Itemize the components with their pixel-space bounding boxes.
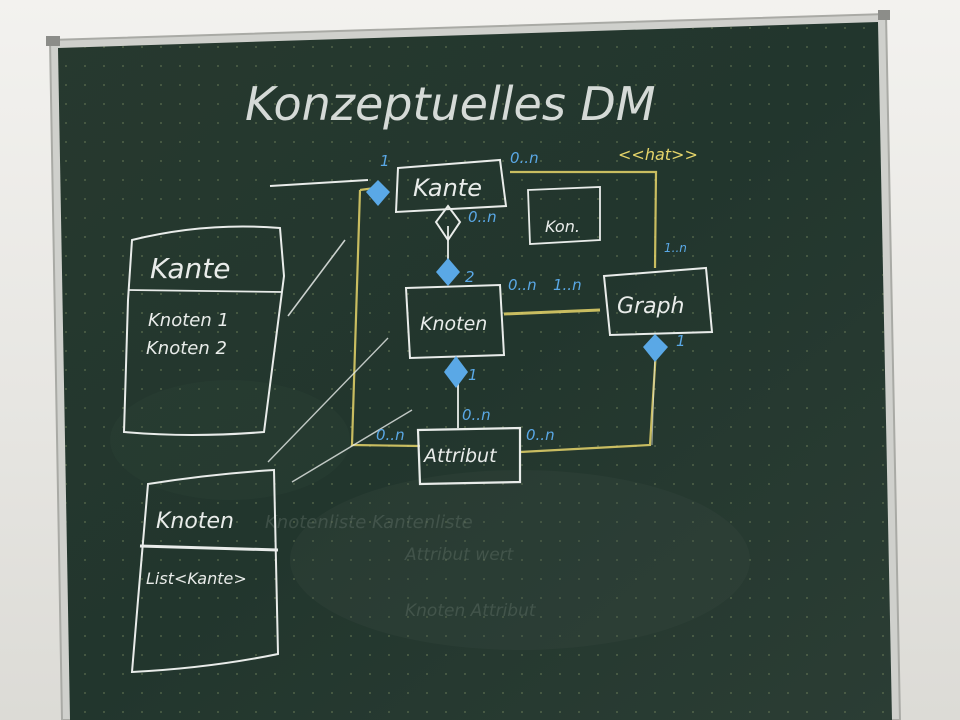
graph-class-name: Graph: [617, 294, 684, 319]
stereotype-label: <<hat>>: [618, 145, 698, 164]
mapping-line: [291, 409, 413, 483]
knoten-class-name: Knoten: [420, 313, 487, 335]
title: Konzeptuelles DM: [245, 77, 656, 131]
kante-arrow-line: [269, 179, 369, 187]
attribut-class-name: Attribut: [422, 445, 498, 467]
kon-class: Kon.: [527, 186, 601, 245]
multiplicity-label: 1: [380, 152, 390, 170]
blue-diamond: [366, 180, 390, 206]
kante-detail-box: Kante Knoten 1 Knoten 2: [122, 225, 286, 436]
yellow-association-frame: [350, 170, 658, 454]
kante-detail-attr: Knoten 1: [148, 310, 229, 331]
faded-text: Knoten Attribut: [405, 601, 537, 621]
kon-class-name: Kon.: [545, 217, 580, 236]
kante-detail-attr: Knoten 2: [146, 338, 227, 359]
board-dot-grid: [58, 22, 892, 720]
knoten-detail-name: Knoten: [156, 509, 234, 534]
knoten-class: Knoten: [404, 283, 506, 360]
faded-text: Attribut wert: [404, 545, 515, 565]
erased-smudge: [110, 380, 350, 500]
kante-detail-name: Kante: [150, 252, 230, 285]
attribut-class: Attribut: [416, 426, 522, 486]
multiplicity-label: 0..n: [468, 208, 497, 226]
multiplicity-label: 0..n: [508, 276, 537, 294]
knoten-detail-box: Knoten List<Kante>: [130, 468, 280, 674]
kante-class: Kante: [394, 158, 508, 214]
multiplicity-label: 2: [465, 268, 475, 286]
hollow-diamond: [434, 204, 462, 242]
multiplicity-label: 0..n: [510, 149, 539, 167]
blue-diamond: [444, 356, 468, 388]
graph-attribut-line: [651, 351, 656, 446]
blue-diamond: [643, 334, 668, 362]
kante-class-name: Kante: [413, 174, 482, 202]
multiplicity-label: 0..n: [526, 426, 555, 444]
multiplicity-label: 0..n: [376, 426, 405, 444]
faded-text: Knotenliste Kantenliste: [265, 512, 473, 533]
frame-clip: [878, 10, 890, 20]
multiplicity-label: 1..n: [664, 241, 687, 255]
blue-diamond: [436, 258, 460, 286]
graph-class: Graph: [602, 266, 714, 337]
mapping-line: [287, 239, 346, 317]
multiplicity-label: 0..n: [462, 406, 491, 424]
multiplicity-label: 1: [468, 366, 478, 384]
frame-clip: [46, 36, 60, 46]
multiplicity-label: 1..n: [553, 276, 582, 294]
multiplicity-label: 1: [676, 332, 686, 350]
mapping-line: [267, 337, 389, 463]
knoten-detail-attr: List<Kante>: [146, 569, 247, 588]
yellow-association-line: [503, 308, 601, 316]
erased-smudge: [290, 470, 750, 650]
